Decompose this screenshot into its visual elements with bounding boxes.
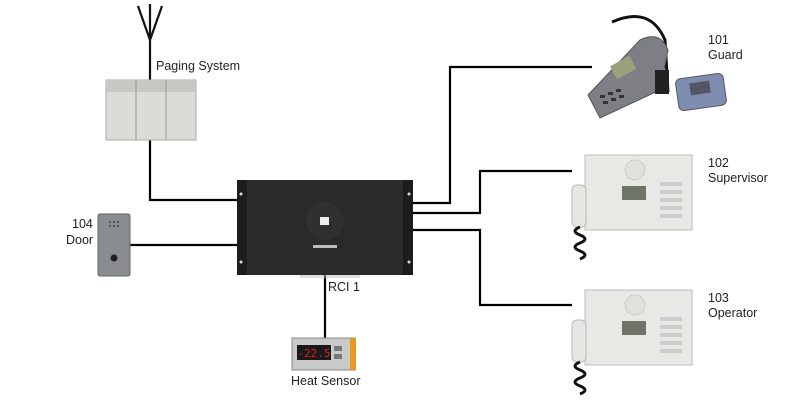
controller-rci-icon bbox=[237, 180, 413, 278]
paging-system-icon bbox=[105, 4, 197, 141]
label-guard-name: Guard bbox=[708, 48, 743, 62]
label-controller: RCI 1 bbox=[328, 280, 360, 294]
label-guard-ext: 101 bbox=[708, 33, 729, 47]
label-door-ext: 104 bbox=[72, 217, 93, 231]
label-heat-sensor: Heat Sensor bbox=[291, 374, 361, 388]
wires bbox=[130, 65, 592, 340]
wire-paging bbox=[148, 140, 237, 202]
intercom-station-operator-icon bbox=[571, 289, 693, 396]
label-operator-ext: 103 bbox=[708, 291, 729, 305]
intercom-station-supervisor-icon bbox=[571, 154, 693, 261]
label-supervisor-ext: 102 bbox=[708, 156, 729, 170]
wire-operator bbox=[413, 228, 572, 307]
desk-microphone-console-icon bbox=[587, 14, 670, 119]
heat-reading: -22.5 bbox=[297, 347, 330, 360]
label-supervisor-name: Supervisor bbox=[708, 171, 768, 185]
wire-supervisor bbox=[413, 169, 572, 215]
heat-sensor-icon: -22.5 bbox=[291, 337, 356, 371]
pager-icon bbox=[675, 72, 727, 112]
label-paging-system: Paging System bbox=[156, 59, 241, 73]
door-station-icon bbox=[97, 213, 131, 277]
label-operator-name: Operator bbox=[708, 306, 758, 320]
wire-guard bbox=[413, 65, 592, 205]
label-door-name: Door bbox=[66, 233, 94, 247]
